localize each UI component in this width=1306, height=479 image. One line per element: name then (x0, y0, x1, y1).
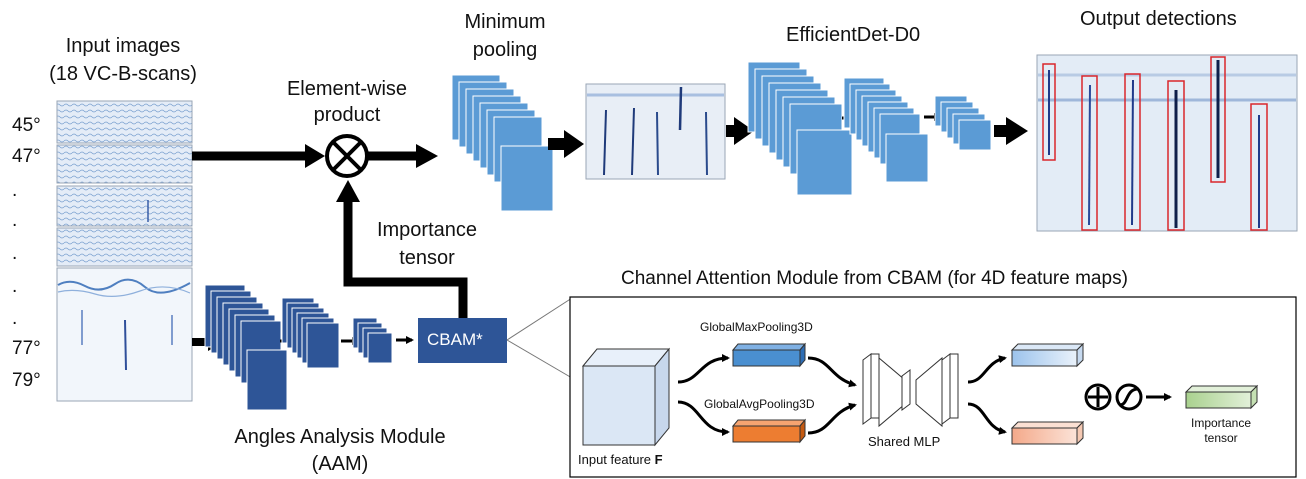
minpool-line2: pooling (472, 39, 538, 61)
angle-dot: . (12, 276, 18, 297)
angle-dot: . (12, 308, 18, 329)
efficientdet-stack-1 (747, 61, 853, 196)
angle-label-79: 79° (12, 370, 41, 391)
aam-label: Angles Analysis Module (AAM) (210, 424, 470, 478)
minimum-pooling-stack (451, 74, 554, 212)
aam-stack-2 (281, 297, 340, 369)
pooled-scan-image (585, 83, 726, 180)
importance-tensor-label: Importance tensor (352, 216, 502, 272)
output-detections-label: Output detections (1080, 8, 1237, 30)
importance-output-label: Importance tensor (1176, 416, 1266, 446)
sum-icon (1084, 383, 1112, 411)
efficientdet-label: EfficientDet-D0 (786, 24, 921, 46)
cbam-panel-title: Channel Attention Module from CBAM (for … (621, 268, 1128, 289)
mlp-output-max (1010, 342, 1085, 368)
sigmoid-icon (1115, 383, 1143, 411)
angle-label-77: 77° (12, 338, 41, 359)
minpool-line1: Minimum (464, 11, 546, 33)
input-feature-text: Input feature (578, 452, 655, 467)
aam-stack-3 (352, 317, 393, 364)
importance-line1: Importance (376, 219, 478, 241)
max-pooled-feature (731, 342, 807, 368)
importance-output-line2: tensor (1204, 431, 1238, 445)
importance-line2: tensor (399, 247, 455, 269)
aam-line1: Angles Analysis Module (234, 426, 446, 448)
aam-stack-1 (204, 284, 288, 411)
avg-pooled-feature (731, 418, 807, 444)
input-scans-stack (56, 100, 193, 402)
elementwise-line2: product (313, 104, 381, 126)
mlp-output-avg (1010, 420, 1085, 446)
angle-label-45: 45° (12, 115, 41, 136)
importance-output-line1: Importance (1190, 416, 1252, 430)
importance-tensor-output (1184, 384, 1259, 410)
efficientdet-stack-3 (934, 95, 992, 151)
minimum-pooling-label: Minimum pooling (440, 8, 570, 64)
cbam-block (418, 318, 507, 363)
global-max-pooling-label: GlobalMaxPooling3D (700, 320, 813, 334)
input-feature-symbol: F (654, 452, 663, 467)
elementwise-product-icon (325, 134, 369, 178)
angle-dot: . (12, 180, 18, 201)
elementwise-product-label: Element-wise product (262, 76, 432, 128)
global-avg-pooling-label: GlobalAvgPooling3D (704, 397, 815, 411)
angle-dot: . (12, 243, 18, 264)
input-title-line1: Input images (65, 35, 181, 57)
angle-dot: . (12, 210, 18, 231)
aam-line2: (AAM) (311, 453, 369, 475)
arrow-cbam-to-product (336, 180, 468, 318)
input-feature-cube (581, 347, 671, 447)
input-feature-label: Input feature F (578, 452, 663, 467)
output-detections-image (1036, 54, 1298, 232)
shared-mlp-icon (862, 353, 959, 428)
cbam-block-label: CBAM* (427, 330, 483, 349)
elementwise-line1: Element-wise (286, 78, 408, 100)
shared-mlp-label: Shared MLP (868, 434, 941, 449)
angle-label-47: 47° (12, 146, 41, 167)
input-images-title: Input images (18 VC-B-scans) (28, 32, 218, 88)
efficientdet-stack-2 (843, 77, 929, 183)
input-title-line2: (18 VC-B-scans) (49, 63, 197, 85)
